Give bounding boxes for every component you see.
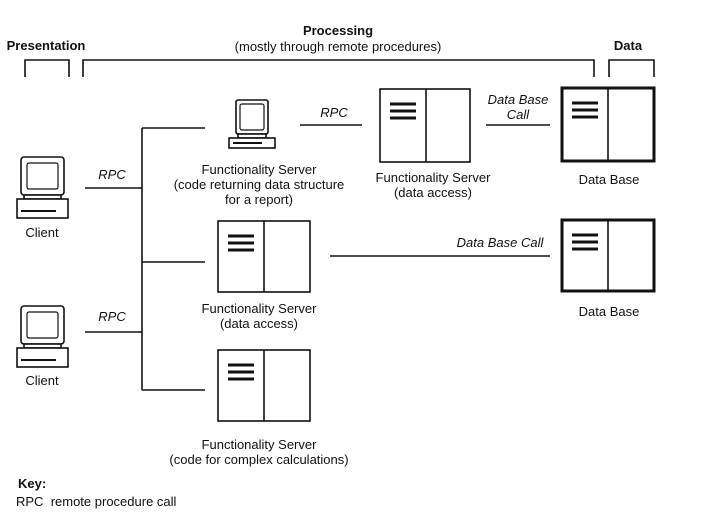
presentation-bracket bbox=[24, 59, 70, 77]
server-3-desc: (data access) bbox=[219, 316, 299, 331]
presentation-heading: Presentation bbox=[6, 38, 86, 53]
db-call-label-middle: Data Base Call bbox=[456, 235, 544, 250]
server-2-desc: (data access) bbox=[393, 185, 473, 200]
client-1-label: Client bbox=[25, 225, 59, 240]
client-2-label: Client bbox=[25, 373, 59, 388]
server-4-desc: (code for complex calculations) bbox=[169, 452, 349, 467]
server-2-title: Functionality Server bbox=[375, 170, 491, 185]
server-4-title: Functionality Server bbox=[201, 437, 317, 452]
data-heading: Data bbox=[613, 38, 643, 53]
db-call-label-line1: Data Base bbox=[487, 92, 549, 107]
server-1-desc: (code returning data structure bbox=[173, 177, 345, 192]
server-1-title: Functionality Server bbox=[201, 162, 317, 177]
key-entry: RPC remote procedure call bbox=[16, 494, 176, 509]
server-4-rack-icon bbox=[217, 349, 311, 422]
client-1-computer-icon bbox=[16, 156, 69, 219]
server-3-title: Functionality Server bbox=[201, 301, 317, 316]
server-3-rack-icon bbox=[217, 220, 311, 293]
database-2-icon bbox=[560, 218, 656, 293]
processing-note: (mostly through remote procedures) bbox=[234, 39, 442, 54]
key-title: Key: bbox=[18, 476, 47, 491]
key-abbr: RPC bbox=[16, 494, 44, 509]
server-1-workstation-icon bbox=[228, 99, 276, 149]
rpc-label-server-link: RPC bbox=[320, 105, 348, 120]
server-2-rack-icon bbox=[379, 88, 471, 163]
processing-bracket bbox=[82, 59, 595, 77]
data-bracket bbox=[608, 59, 655, 77]
client-2-computer-icon bbox=[16, 305, 69, 368]
rpc-label-client-2: RPC bbox=[98, 309, 126, 324]
database-1-icon bbox=[560, 86, 656, 163]
database-2-label: Data Base bbox=[578, 304, 640, 319]
server-1-desc-2: for a report) bbox=[225, 192, 293, 207]
rpc-label-client-1: RPC bbox=[98, 167, 126, 182]
processing-heading: Processing bbox=[302, 23, 374, 38]
database-1-label: Data Base bbox=[578, 172, 640, 187]
key-definition: remote procedure call bbox=[50, 494, 177, 509]
db-call-label-line2: Call bbox=[506, 107, 530, 122]
